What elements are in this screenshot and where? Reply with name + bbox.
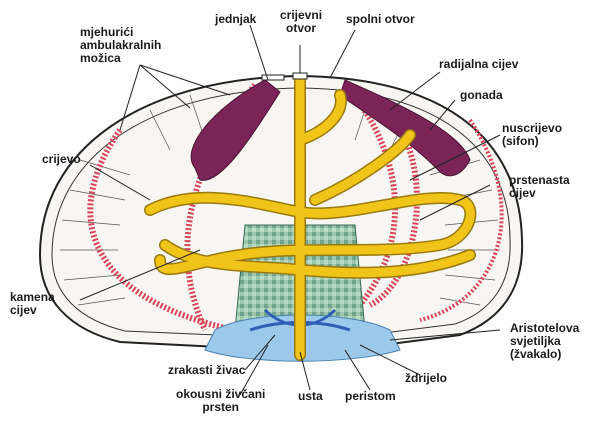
label-spolni-otvor: spolni otvor (346, 13, 415, 26)
label-aristotelova: Aristotelova svjetiljka (žvakalo) (510, 322, 579, 361)
anal-opening (293, 73, 307, 79)
label-zdrijelo: ždrijelo (405, 372, 447, 385)
label-peristom: peristom (345, 390, 396, 403)
label-zrakasti-zivac: zrakasti živac (168, 364, 245, 377)
label-crijevo: crijevo (42, 153, 81, 166)
label-crijevni-otvor: crijevni otvor (280, 9, 322, 35)
label-nuscrijevo: nuscrijevo (sifon) (502, 122, 562, 148)
label-radijalna-cijev: radijalna cijev (439, 58, 518, 71)
label-mjehurici: mjehurići ambulakralnih možica (80, 26, 161, 65)
label-gonada: gonada (460, 89, 503, 102)
label-usta: usta (298, 390, 323, 403)
label-jednjak: jednjak (215, 13, 256, 26)
label-kamena-cijev: kamena cijev (10, 291, 55, 317)
genital-opening (262, 75, 284, 80)
label-prstenasta-cijev: prstenasta cijev (509, 174, 570, 200)
label-okousni: okousni živčani prsten (176, 388, 265, 414)
